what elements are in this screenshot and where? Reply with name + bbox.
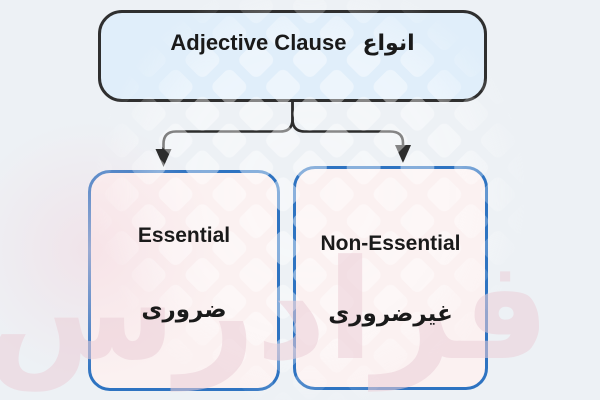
arrowhead-right-icon <box>395 145 411 163</box>
node-essential: Essential ضروری <box>88 170 280 391</box>
node-non-essential: Non-Essential غیرضروری <box>293 166 488 390</box>
node-title-english: Adjective Clause <box>170 30 347 55</box>
node-non-essential-label-english: Non-Essential <box>320 232 461 255</box>
node-essential-label-persian: ضروری <box>141 297 227 323</box>
connector-left-branch <box>162 100 294 151</box>
arrowhead-left-icon <box>155 149 172 167</box>
node-title-persian: انواع <box>362 31 415 56</box>
node-essential-label-english: Essential <box>137 224 231 247</box>
node-title-row: Adjective Clause انواع <box>170 30 414 56</box>
connector-right-branch <box>291 100 405 147</box>
node-adjective-clause: Adjective Clause انواع <box>98 10 487 102</box>
node-non-essential-label-persian: غیرضروری <box>328 301 453 327</box>
